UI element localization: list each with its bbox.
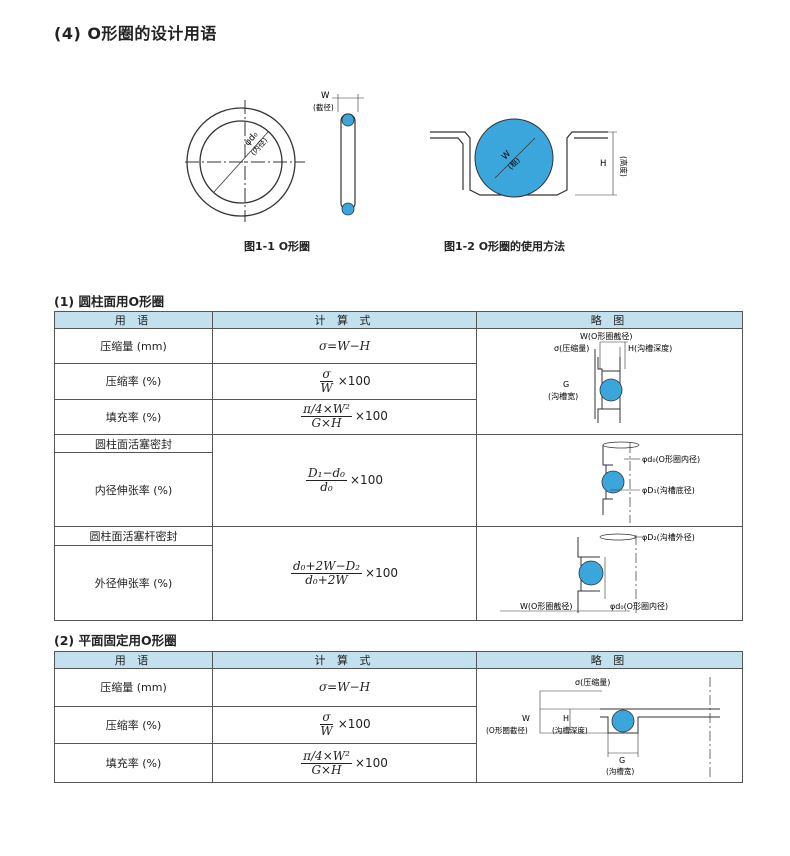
- group-label: 圆柱面活塞密封: [54, 433, 213, 454]
- formula-denominator: d₀: [320, 480, 333, 494]
- page-title: (4) O形圈的设计用语: [54, 24, 217, 43]
- rod-stretch-sketch: φD₂(沟槽外径) W(O形圈截径) φd₀(O形圈内径): [499, 532, 695, 613]
- group-label: 圆柱面活塞杆密封: [54, 526, 213, 546]
- h-label: H: [600, 159, 606, 169]
- cylindrical-oring-table: 用 语 计 算 式 略 图 压缩量 (mm) σ=W−H W(O形圈截径) σ(…: [54, 311, 743, 622]
- formula-multiplier: ×100: [337, 373, 371, 388]
- g-label: G: [563, 380, 569, 389]
- oring-figure: φd₀ (内径) W (截径): [185, 91, 364, 222]
- flat-oring-table: 用 语 计 算 式 略 图 压缩量 (mm) σ=W−H σ(压缩量) W (O…: [54, 651, 743, 783]
- w-label: W: [522, 714, 530, 723]
- term-cell: 压缩量 (mm): [54, 327, 213, 365]
- formula-denominator: W: [320, 724, 333, 739]
- formula-denominator: G×H: [311, 416, 342, 431]
- term-cell: 外径伸张率 (%): [54, 544, 213, 622]
- formula-numerator: π/4×W²: [301, 402, 352, 418]
- w-label: W: [321, 91, 330, 101]
- formula-multiplier: ×100: [365, 566, 398, 580]
- g-note: (沟槽宽): [606, 766, 634, 776]
- formula-denominator: W: [320, 380, 333, 395]
- formula-multiplier: ×100: [354, 755, 388, 770]
- g-label: G: [619, 756, 625, 765]
- column-header: 略 图: [476, 311, 743, 329]
- formula-cell: σ=W−H: [212, 668, 477, 707]
- d0-label: φd₀(O形圈内径): [610, 601, 668, 611]
- sketch-cell: φD₂(沟槽外径) W(O形圈截径) φd₀(O形圈内径): [476, 526, 743, 621]
- h-note: (高度): [619, 156, 629, 177]
- formula-numerator: σ: [320, 366, 333, 382]
- column-header: 计 算 式: [212, 651, 477, 669]
- flat-groove-sketch: σ(压缩量) W (O形圈截径) H (沟槽深度) G (沟槽宽): [486, 677, 720, 777]
- formula-multiplier: ×100: [337, 717, 371, 732]
- formula-numerator: d₀+2W−D₂: [291, 559, 363, 574]
- formula-numerator: π/4×W²: [301, 748, 352, 764]
- term-cell: 填充率 (%): [54, 398, 213, 436]
- h-label: H: [563, 714, 569, 723]
- w-label: W(O形圈截径): [520, 601, 572, 611]
- term-cell: 压缩量 (mm): [54, 668, 213, 707]
- term-cell: 压缩率 (%): [54, 363, 213, 400]
- column-header: 用 语: [54, 651, 213, 669]
- sketch-cell: σ(压缩量) W (O形圈截径) H (沟槽深度) G (沟槽宽): [476, 668, 743, 783]
- section-title: (2) 平面固定用O形圈: [54, 633, 177, 648]
- g-note: (沟槽宽): [548, 391, 578, 401]
- w-note: (截径): [313, 102, 334, 112]
- sketch-cell: W(O形圈截径) σ(压缩量) H(沟槽深度) G (沟槽宽): [476, 328, 743, 435]
- formula-numerator: σ: [320, 710, 333, 726]
- formula-denominator: d₀+2W: [305, 573, 348, 587]
- d1-label: φD₁(沟槽底径): [642, 485, 695, 495]
- formula-multiplier: ×100: [354, 409, 388, 424]
- sketch-cell: φd₀(O形圈内径) φD₁(沟槽底径): [476, 434, 743, 527]
- column-header: 计 算 式: [212, 311, 477, 329]
- sigma-label: σ(压缩量): [575, 677, 610, 687]
- h-note: (沟槽深度): [552, 725, 588, 735]
- term-cell: 填充率 (%): [54, 743, 213, 783]
- d0-label: φd₀(O形圈内径): [642, 454, 700, 464]
- column-header: 用 语: [54, 311, 213, 329]
- figure-caption: 图1-2 O形圈的使用方法: [444, 240, 566, 253]
- formula-multiplier: ×100: [350, 473, 383, 487]
- figure-caption: 图1-1 O形圈: [244, 240, 311, 253]
- section-title: (1) 圆柱面用O形圈: [54, 294, 165, 309]
- column-header: 略 图: [476, 651, 743, 669]
- term-cell: 内径伸张率 (%): [54, 452, 213, 527]
- formula-numerator: D₁−d₀: [306, 466, 347, 481]
- sigma-label: σ(压缩量): [554, 343, 589, 353]
- formula-cell: σ=W−H: [212, 327, 477, 365]
- w-label: W(O形圈截径): [580, 331, 632, 341]
- h-label: H(沟槽深度): [628, 343, 672, 353]
- w-note: (O形圈截径): [486, 725, 528, 735]
- oring-usage-figure: W (粗) H (高度): [430, 118, 629, 198]
- piston-groove-sketch: W(O形圈截径) σ(压缩量) H(沟槽深度) G (沟槽宽): [548, 331, 672, 423]
- d2-label: φD₂(沟槽外径): [642, 532, 695, 542]
- term-cell: 压缩率 (%): [54, 705, 213, 745]
- piston-stretch-sketch: φd₀(O形圈内径) φD₁(沟槽底径): [601, 441, 700, 523]
- formula-denominator: G×H: [311, 762, 342, 777]
